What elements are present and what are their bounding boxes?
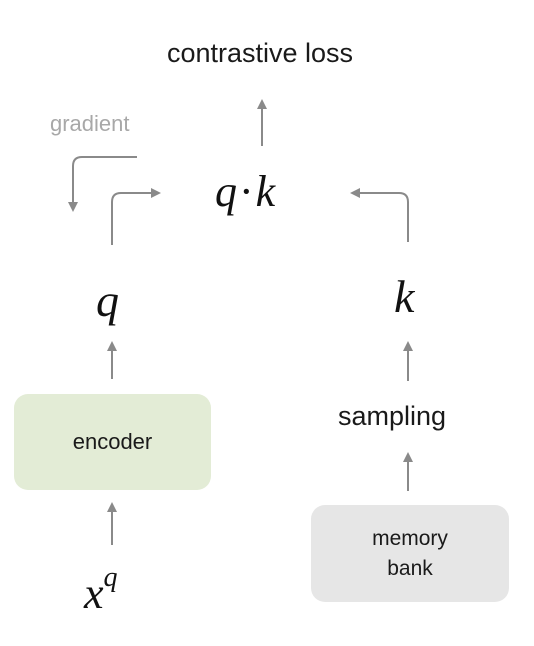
dot-product-q: q [215, 167, 237, 216]
dot-product-dot: · [239, 167, 254, 216]
input-superscript: q [103, 562, 118, 593]
input-label: xq [84, 562, 118, 619]
encoder-label: encoder [72, 429, 153, 454]
dot-product-k: k [255, 167, 276, 216]
input-base: x [84, 569, 104, 618]
gradient-label: gradient [50, 111, 130, 136]
contrastive-loss-label: contrastive loss [166, 38, 354, 68]
encoder-box: encoder [14, 394, 211, 490]
query-label: q [96, 275, 119, 326]
key-label: k [394, 271, 415, 322]
dot-product-label: q·k [215, 166, 275, 217]
gradient-arrow [68, 156, 137, 212]
memory-bank-label: memory bank [372, 527, 448, 580]
sampling-label: sampling [338, 401, 447, 431]
memory-bank-box: memory bank [311, 505, 509, 602]
arrow-q-to-qk [111, 188, 161, 245]
arrow-k-to-qk [350, 188, 409, 242]
